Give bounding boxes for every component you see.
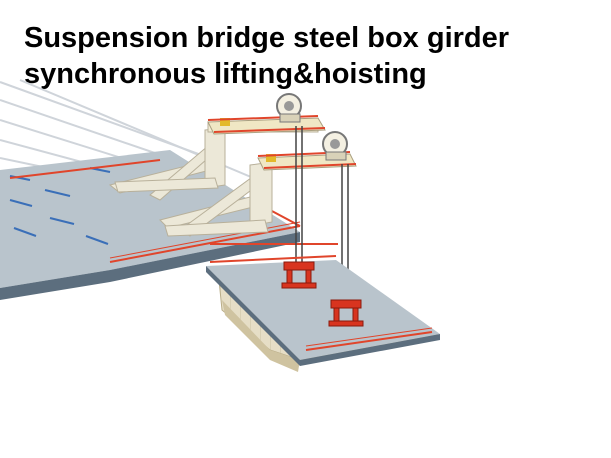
winch-icon	[276, 93, 302, 123]
box-girder-segment	[206, 255, 440, 372]
winch-icon	[322, 131, 348, 161]
title-line-2: synchronous lifting&hoisting	[24, 58, 427, 90]
lifting-gantry-front	[159, 161, 273, 237]
lifting-spreader-icon	[281, 261, 317, 289]
page-title: Suspension bridge steel box girder synch…	[24, 20, 604, 92]
lifting-gantry-back	[108, 121, 319, 201]
title-line-1: Suspension bridge steel box girder	[24, 22, 510, 54]
lifting-spreader-icon	[328, 299, 364, 327]
